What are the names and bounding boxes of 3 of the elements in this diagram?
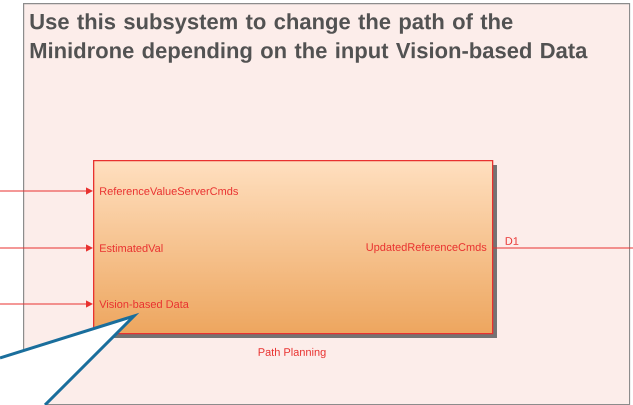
edge-label: D1 <box>506 237 518 245</box>
block-name: Path Planning <box>258 348 326 358</box>
subsystem-block: ReferenceValueServerCmds EstimatedVal Vision-based Data UpdatedReferenceCmds <box>93 160 497 338</box>
